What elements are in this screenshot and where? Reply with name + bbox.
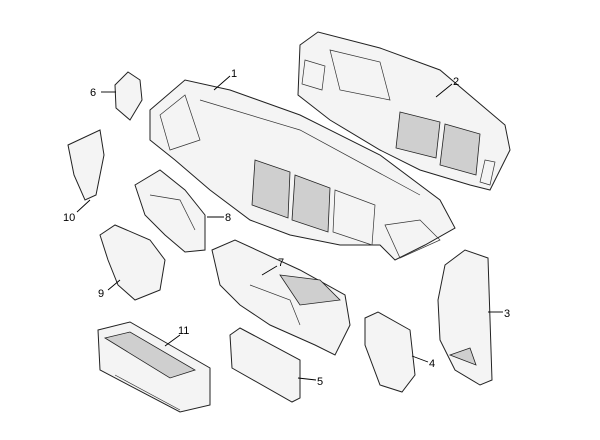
svg-text:5: 5	[317, 376, 323, 388]
svg-text:3: 3	[504, 308, 510, 320]
svg-text:10: 10	[63, 212, 75, 224]
callout-3: 3	[488, 308, 510, 320]
callout-8: 8	[207, 212, 231, 224]
svg-text:6: 6	[90, 87, 96, 99]
part-8-steering-column-cover	[134, 169, 206, 253]
callout-1: 1	[213, 68, 237, 91]
callout-9: 9	[98, 279, 121, 300]
part-6-vent-bracket	[114, 71, 143, 121]
part-10-left-side-panel	[67, 129, 105, 201]
part-1-instrument-panel-frame	[149, 79, 456, 261]
callout-4: 4	[411, 355, 435, 370]
part-7-center-lower-panel	[211, 239, 351, 356]
part-3-right-side-panel	[437, 249, 493, 386]
part-2-top-cover	[297, 31, 511, 191]
callout-7: 7	[261, 257, 284, 276]
part-9-left-lower-cover	[99, 224, 166, 301]
callout-10: 10	[63, 199, 91, 224]
part-4-right-lower-panel	[364, 311, 416, 393]
svg-text:11: 11	[178, 325, 189, 337]
part-5-glove-box-door	[229, 327, 301, 403]
callout-5: 5	[297, 376, 323, 388]
callout-2: 2	[435, 76, 459, 98]
svg-text:7: 7	[278, 257, 284, 269]
svg-text:2: 2	[453, 76, 459, 88]
svg-text:1: 1	[231, 68, 237, 80]
part-11-storage-bin	[97, 321, 211, 413]
callout-6: 6	[90, 87, 116, 99]
svg-text:8: 8	[225, 212, 231, 224]
svg-text:9: 9	[98, 288, 104, 300]
svg-text:4: 4	[429, 358, 435, 370]
callout-11: 11	[164, 325, 189, 347]
